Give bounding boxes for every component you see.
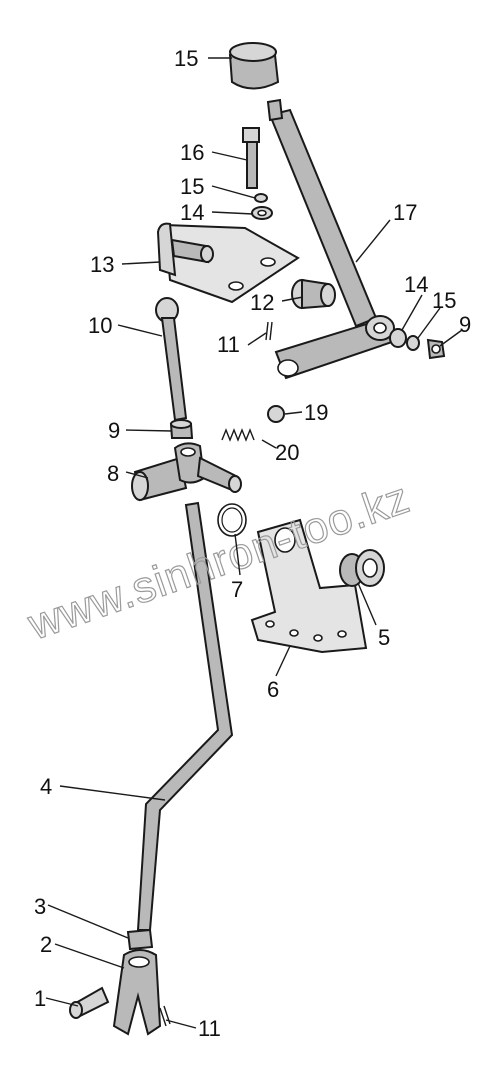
label-9: 9 <box>108 418 120 443</box>
part-cap <box>228 42 280 90</box>
label-17: 15 <box>174 46 198 71</box>
part-labels: 15 16 15 14 17 13 12 14 15 9 10 11 19 9 … <box>34 46 471 1041</box>
part-bushing <box>291 278 336 310</box>
label-11-bottom: 11 <box>198 1016 221 1041</box>
label-18: 17 <box>393 200 417 225</box>
part-cotter-pin-top <box>265 321 273 341</box>
part-rod <box>155 297 188 422</box>
label-12: 12 <box>250 290 274 315</box>
label-6: 6 <box>267 677 279 702</box>
part-mounting-plate <box>250 518 368 654</box>
part-spring <box>221 428 255 442</box>
part-bracket <box>156 222 300 304</box>
part-cotter-pin-bottom <box>159 1005 171 1027</box>
part-nut <box>169 419 194 439</box>
part-nut-right <box>426 338 446 360</box>
part-washer-right <box>389 328 407 348</box>
label-11-top: 11 <box>217 332 240 357</box>
label-8: 8 <box>107 461 119 486</box>
label-15: 15 <box>180 174 204 199</box>
part-lock-nut <box>126 928 154 951</box>
leader-lines <box>45 57 463 1029</box>
part-rubber-bushing <box>339 549 385 587</box>
label-3: 3 <box>34 894 46 919</box>
label-14: 14 <box>180 200 204 225</box>
label-10: 10 <box>88 313 112 338</box>
part-lever-assembly <box>266 98 395 380</box>
part-pin <box>69 986 110 1019</box>
part-spring-washer <box>254 193 268 203</box>
part-retaining-ring <box>217 503 247 537</box>
part-joint <box>131 442 242 502</box>
label-19: 19 <box>304 400 328 425</box>
label-14-right: 14 <box>404 272 428 297</box>
label-1: 1 <box>34 986 46 1011</box>
part-ball <box>267 405 285 423</box>
part-fork <box>112 949 162 1036</box>
part-spring-washer-right <box>406 335 420 351</box>
label-4: 4 <box>40 774 52 799</box>
label-15-right: 15 <box>432 288 456 313</box>
label-5: 5 <box>378 625 390 650</box>
part-washer <box>251 206 273 220</box>
label-7: 7 <box>231 577 243 602</box>
label-16: 16 <box>180 140 204 165</box>
part-bolt <box>242 127 260 189</box>
label-13: 13 <box>90 252 114 277</box>
label-20: 20 <box>275 440 299 465</box>
label-9-right: 9 <box>459 312 471 337</box>
label-2: 2 <box>40 932 52 957</box>
